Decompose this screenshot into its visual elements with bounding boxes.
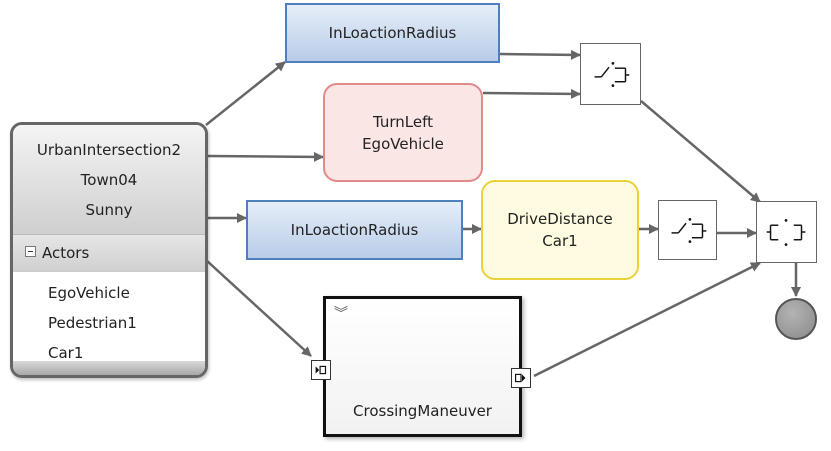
arrow-scenario-to-turnleft xyxy=(207,151,324,162)
top-condition-node[interactable]: InLoactionRadius xyxy=(285,3,500,63)
turnleft-action-node[interactable]: TurnLeft EgoVehicle xyxy=(323,83,483,182)
top-condition-label: InLoactionRadius xyxy=(328,24,457,42)
gate-3-icon[interactable] xyxy=(756,201,817,263)
expand-chevron-icon[interactable]: ︾ xyxy=(334,306,348,322)
drive-distance-line1: DriveDistance xyxy=(507,210,613,228)
scenario-weather: Sunny xyxy=(85,200,133,219)
mid-condition-label: InLoactionRadius xyxy=(290,221,419,239)
arrow-scenario-to-top-condition xyxy=(205,61,286,126)
drive-distance-line2: Car1 xyxy=(542,232,578,250)
maneuver-output-port-icon[interactable] xyxy=(511,368,531,388)
maneuver-label: CrossingManeuver xyxy=(353,402,492,420)
actor-list: EgoVehicle Pedestrian1 Car1 xyxy=(13,272,205,368)
scenario-footer xyxy=(13,361,205,375)
maneuver-input-port-icon[interactable] xyxy=(311,360,331,380)
arrow-turnleft-to-gate xyxy=(482,88,581,99)
turnleft-line1: TurnLeft xyxy=(372,112,434,131)
turnleft-line2: EgoVehicle xyxy=(362,134,444,153)
actor-item[interactable]: Pedestrian1 xyxy=(48,314,137,332)
gate-2-icon[interactable] xyxy=(658,200,717,260)
mid-condition-node[interactable]: InLoactionRadius xyxy=(246,200,463,260)
arrow-top-condition-to-gate xyxy=(499,49,581,60)
scenario-header: UrbanIntersection2 Town04 Sunny xyxy=(13,125,205,234)
actors-section-header[interactable]: Actors xyxy=(13,234,205,272)
collapse-icon[interactable] xyxy=(25,245,36,257)
gate-1-icon[interactable] xyxy=(580,43,641,105)
crossing-maneuver-node[interactable]: ︾ CrossingManeuver xyxy=(323,296,522,437)
scenario-map: Town04 xyxy=(80,170,138,189)
arrow-gate1-to-gate3 xyxy=(640,100,761,203)
drive-distance-action-node[interactable]: DriveDistance Car1 xyxy=(481,180,639,280)
scenario-node[interactable]: UrbanIntersection2 Town04 Sunny Actors E… xyxy=(10,122,208,378)
arrow-scenario-to-maneuver xyxy=(205,259,312,357)
scenario-name: UrbanIntersection2 xyxy=(36,140,182,159)
actor-item[interactable]: Car1 xyxy=(48,344,84,362)
end-node-icon[interactable] xyxy=(775,298,817,340)
actor-item[interactable]: EgoVehicle xyxy=(48,284,130,302)
arrow-maneuver-to-gate3 xyxy=(533,261,761,378)
actors-header-label: Actors xyxy=(42,244,90,262)
